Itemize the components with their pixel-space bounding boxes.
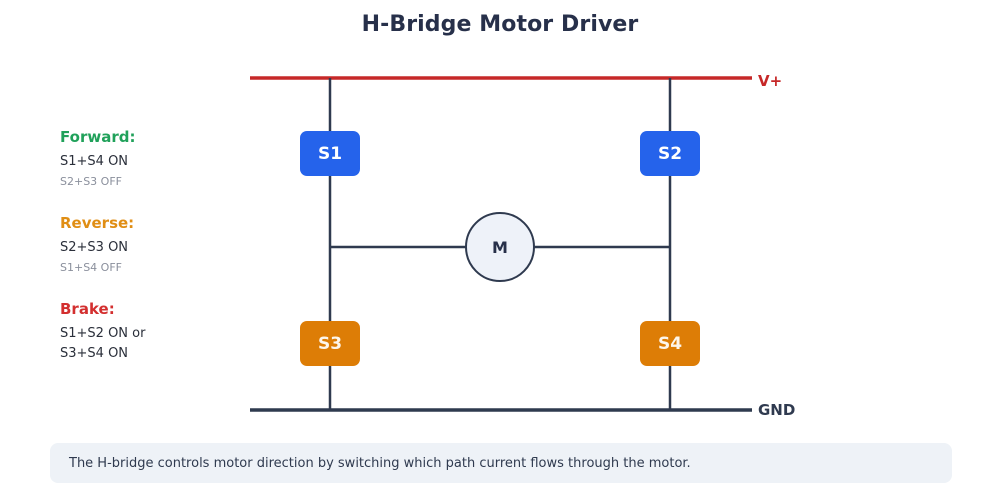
legend-reverse-secondary: S1+S4 OFF xyxy=(60,261,122,274)
legend-brake-primary: S1+S2 ON or xyxy=(60,326,146,341)
legend-forward-secondary: S2+S3 OFF xyxy=(60,175,122,188)
motor-symbol: M xyxy=(465,212,535,282)
switch-s3-label: S3 xyxy=(317,333,343,354)
switch-s1-label: S1 xyxy=(317,143,343,164)
switch-s2-label: S2 xyxy=(657,143,683,164)
legend-heading-brake: Brake: xyxy=(60,300,115,318)
legend-group-reverse: Reverse: S2+S3 ON S1+S4 OFF xyxy=(60,214,245,277)
legend-forward-primary: S1+S4 ON xyxy=(60,154,129,169)
v-plus-label: V+ xyxy=(758,72,783,90)
legend-heading-reverse: Reverse: xyxy=(60,214,135,232)
motor-label: M xyxy=(492,237,508,257)
caption-box: The H-bridge controls motor direction by… xyxy=(50,443,952,483)
switch-s1[interactable]: S1 xyxy=(300,131,360,176)
switch-s4[interactable]: S4 xyxy=(640,321,700,366)
legend-reverse-primary: S2+S3 ON xyxy=(60,240,129,255)
gnd-label: GND xyxy=(758,401,796,419)
switch-s4-label: S4 xyxy=(657,333,683,354)
switch-s3[interactable]: S3 xyxy=(300,321,360,366)
switch-s2[interactable]: S2 xyxy=(640,131,700,176)
mode-legend: Forward: S1+S4 ON S2+S3 OFF Reverse: S2+… xyxy=(60,128,245,364)
caption-text: The H-bridge controls motor direction by… xyxy=(69,455,691,471)
legend-group-brake: Brake: S1+S2 ON or S3+S4 ON xyxy=(60,300,245,364)
page-title: H-Bridge Motor Driver xyxy=(361,12,639,37)
legend-heading-forward: Forward: xyxy=(60,128,136,146)
legend-brake-secondary: S3+S4 ON xyxy=(60,346,129,361)
legend-group-forward: Forward: S1+S4 ON S2+S3 OFF xyxy=(60,128,245,191)
